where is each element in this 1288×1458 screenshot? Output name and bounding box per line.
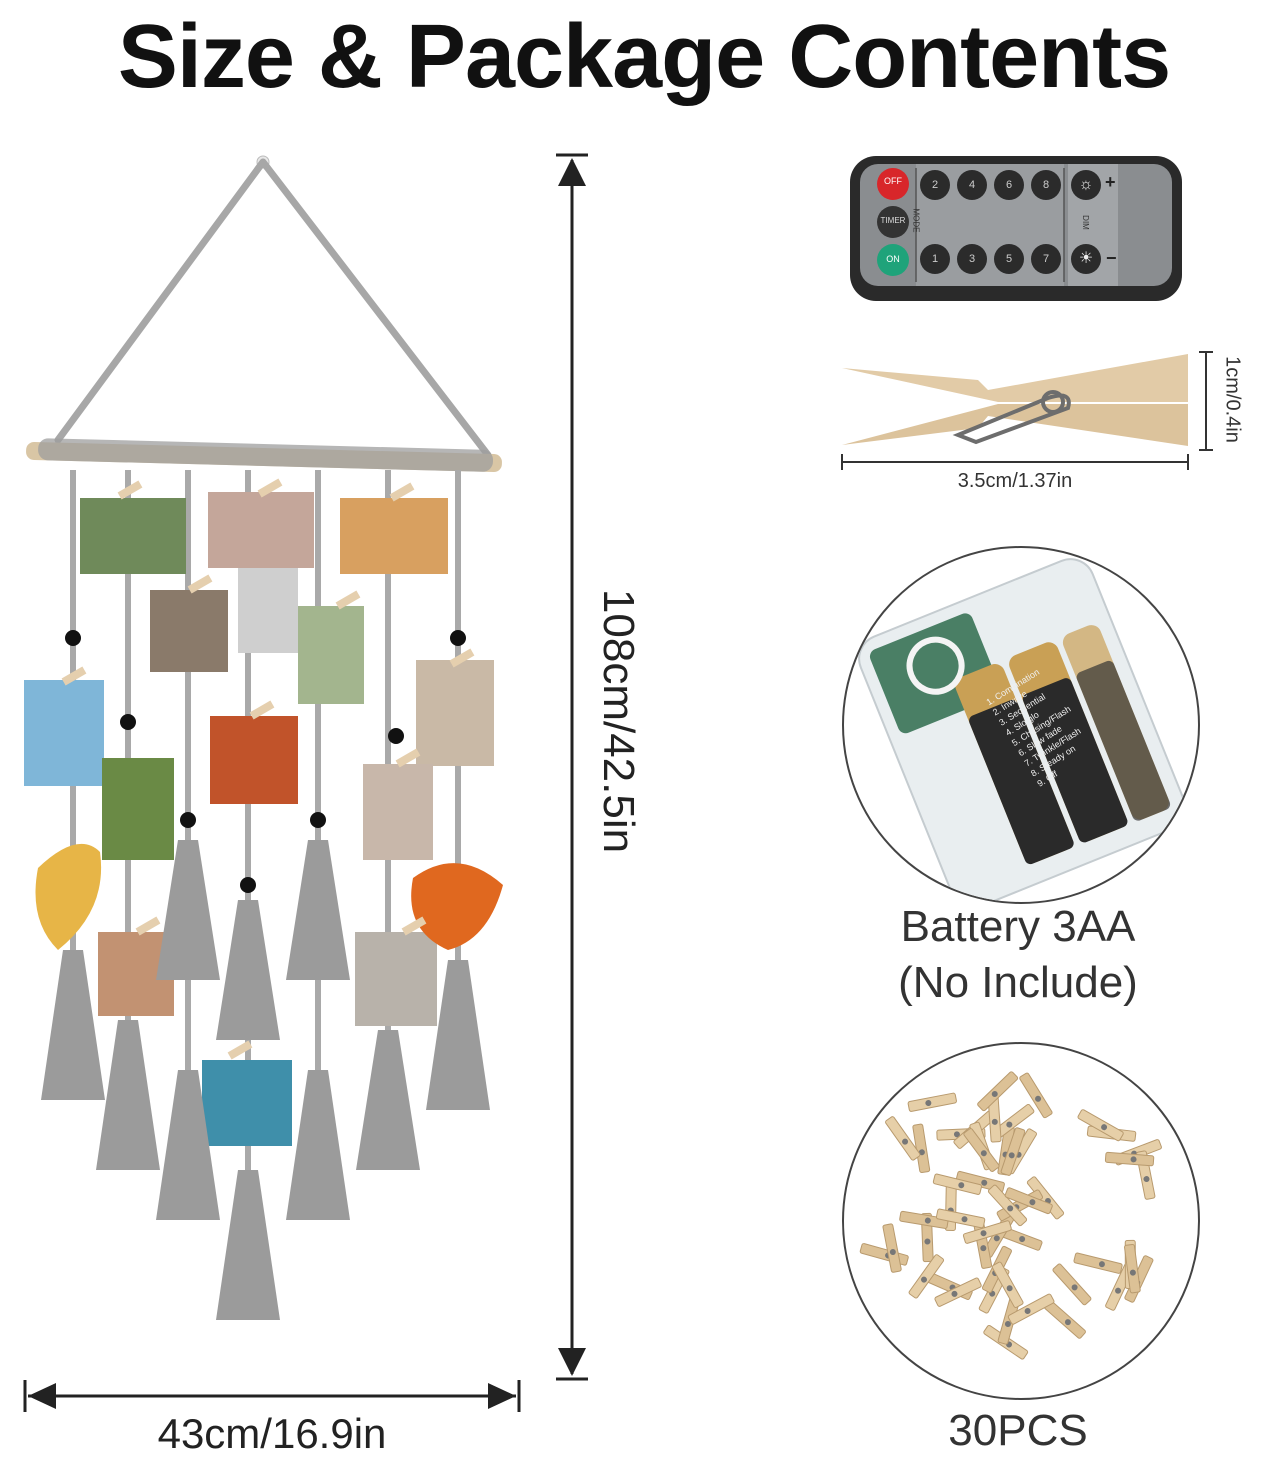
width-dimension-label: 43cm/16.9in [157,1410,387,1457]
height-dimension-label: 108cm/42.5in [594,588,643,854]
on-button[interactable] [877,244,909,276]
clip-shape [1007,1293,1055,1325]
clip-shape [987,1184,1028,1227]
button-5[interactable]: 5 [994,244,1024,274]
clip-shape [1000,1127,1026,1176]
sun-outline-icon: ☀ [1078,250,1094,267]
clip-shape [991,1261,1024,1308]
width-dimension-line [22,1378,522,1414]
clip-shape [907,1092,957,1112]
plus-label: + [1105,172,1116,192]
clip-height-label: 1cm/0.4in [1221,356,1244,443]
clip-shape [912,1123,931,1174]
button-3[interactable]: 3 [957,244,987,274]
minus-label: − [1106,248,1117,268]
wooden-clip-image [838,350,1192,450]
timer-button[interactable] [877,206,909,238]
clip-shape [963,1128,1000,1172]
button-4[interactable]: 4 [957,170,987,200]
clip-shape [885,1116,921,1161]
clip-shape [1124,1243,1141,1294]
off-button-label: OFF [884,176,902,186]
clip-shape [935,1208,986,1229]
page-title: Size & Package Contents [117,7,1171,107]
brightness-down-button[interactable]: ☀ [1071,244,1101,274]
clips-count-caption: 30PCS [948,1406,1088,1455]
clip-shape [908,1254,945,1299]
button-2[interactable]: 2 [920,170,950,200]
clip-shape [859,1243,909,1266]
battery-caption-line2: (No Include) [898,958,1138,1007]
clip-shape [1004,1187,1053,1215]
clip-shape [882,1223,902,1273]
button-8[interactable]: 8 [1031,170,1061,200]
on-button-label: ON [886,254,900,264]
remote-control: OFF TIMER ON MODE 2 4 6 8 1 3 5 7 ☼ + DI… [846,150,1186,305]
brightness-up-button[interactable]: ☼ [1071,170,1101,200]
clip-shape [932,1173,982,1195]
clip-shape [1019,1072,1053,1119]
sun-icon: ☼ [1078,176,1094,193]
clip-shape [962,1220,1012,1244]
clip-shape [1077,1109,1124,1142]
clip-shape [977,1071,1019,1112]
clip-shape [1043,1300,1086,1339]
clip-shape [1104,1151,1155,1167]
height-dimension-line [552,152,592,1382]
clip-length-label: 3.5cm/1.37in [957,470,1073,492]
clips-pile-image [842,1042,1200,1400]
photo-hanger-illustration [18,140,518,1340]
timer-button-label: TIMER [880,216,906,225]
dim-label: DIM [1080,215,1090,230]
battery-caption-line1: Battery 3AA [900,902,1136,951]
clip-shape [899,1210,949,1229]
clip-shape [1052,1263,1092,1306]
battery-box-image: 1. Combination 2. Inwave 3. Sequential 4… [842,546,1200,904]
clip-shape [1073,1252,1123,1274]
clip-shape [934,1277,982,1307]
button-7[interactable]: 7 [1031,244,1061,274]
clip-length-dimension-line [840,452,1190,472]
clip-height-dimension-line [1196,350,1216,452]
mode-label: MODE [911,208,921,233]
off-button[interactable] [877,168,909,200]
button-1[interactable]: 1 [920,244,950,274]
button-6[interactable]: 6 [994,170,1024,200]
